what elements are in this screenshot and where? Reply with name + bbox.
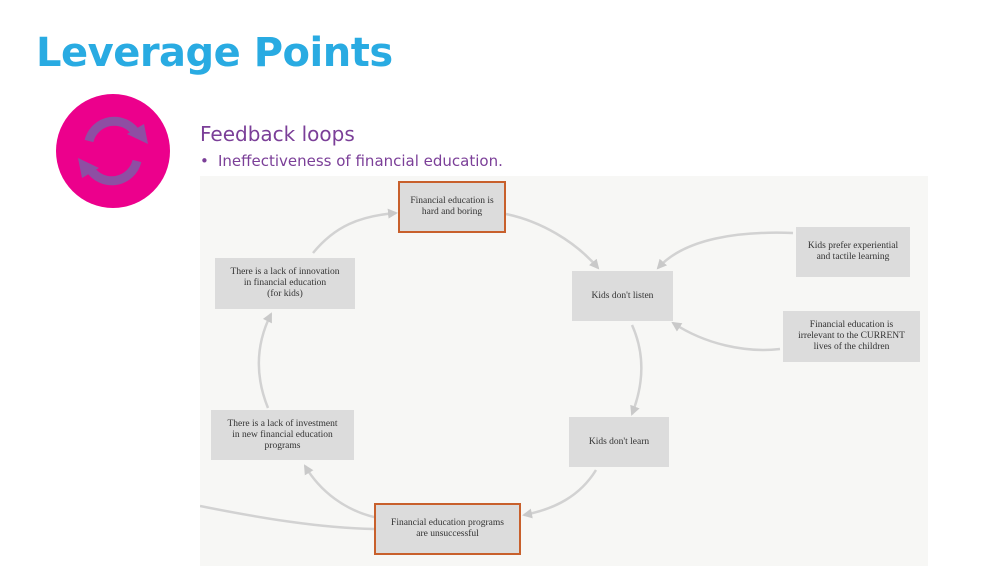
node-dont-listen: Kids don't listen (572, 271, 673, 321)
bullet-text: Ineffectiveness of financial education. (218, 152, 503, 170)
edge-lack-investment-to-lack-innovation (257, 312, 273, 409)
feedback-loop-badge (56, 94, 170, 208)
causal-loop-diagram: Financial education is hard and boring K… (200, 176, 928, 566)
section-heading: Feedback loops (200, 122, 355, 146)
node-irrelevant: Financial education is irrelevant to the… (783, 311, 920, 362)
node-lack-investment: There is a lack of investment in new fin… (211, 410, 354, 460)
node-hard-boring: Financial education is hard and boring (398, 181, 506, 233)
edge-dont-learn-to-unsuccessful (522, 469, 598, 519)
node-lack-innovation: There is a lack of innovation in financi… (215, 258, 355, 309)
bullet-item: • Ineffectiveness of financial education. (200, 152, 503, 170)
cycle-arrows-icon (78, 116, 148, 186)
node-prefer-experiential: Kids prefer experiential and tactile lea… (796, 227, 910, 277)
edge-lack-innovation-to-hard-boring (312, 208, 398, 254)
edge-offscreen-to-unsuccessful (200, 504, 375, 531)
edge-prefer-experiential-to-dont-listen (656, 231, 794, 270)
diagram-connectors (200, 208, 794, 531)
page-title: Leverage Points (36, 30, 393, 76)
node-dont-learn: Kids don't learn (569, 417, 669, 467)
edge-hard-boring-to-dont-listen (505, 212, 600, 270)
bullet-dot: • (200, 152, 209, 170)
node-unsuccessful: Financial education programs are unsucce… (374, 503, 521, 555)
edge-dont-listen-to-dont-learn (630, 324, 643, 416)
edge-irrelevant-to-dont-listen (671, 321, 781, 352)
edge-unsuccessful-to-lack-investment (303, 464, 379, 520)
